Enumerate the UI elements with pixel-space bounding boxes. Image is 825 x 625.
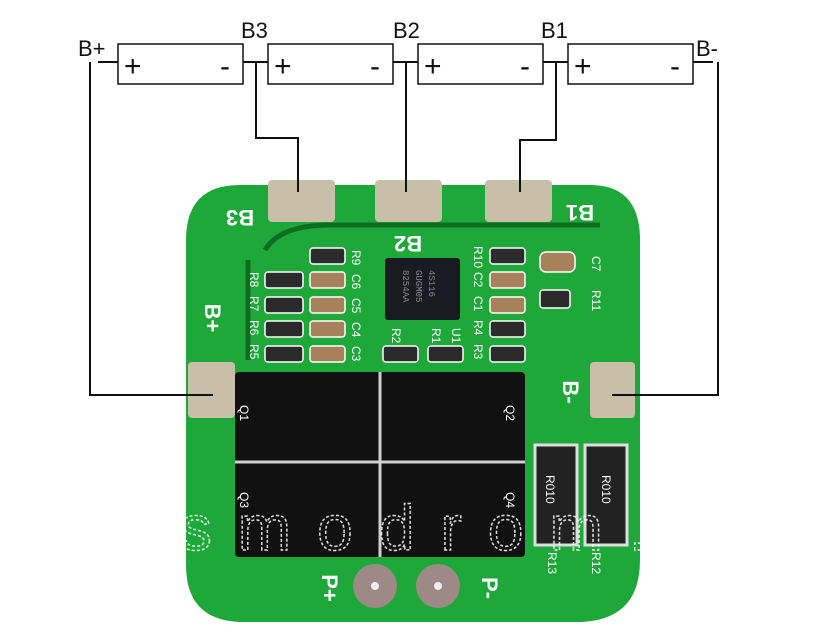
cell-4-minus: -	[670, 50, 680, 83]
label-c1: C1	[471, 296, 485, 312]
shunt-r13-ref: R13	[545, 552, 559, 574]
label-r5: R5	[247, 344, 261, 360]
cell-1-minus: -	[220, 50, 230, 83]
silk-b3: B3	[226, 205, 254, 230]
label-r4: R4	[471, 320, 485, 336]
label-r3: R3	[471, 344, 485, 360]
label-r1: R1	[429, 328, 443, 344]
label-c3: C3	[349, 346, 363, 362]
cell-2-plus: +	[274, 50, 292, 83]
shunt-r12-value: R010	[599, 475, 613, 504]
pad-bminus	[590, 362, 635, 418]
label-q2: Q2	[503, 405, 517, 421]
cell-2-minus: -	[370, 50, 380, 83]
label-r10: R10	[471, 246, 485, 268]
silk-bminus: B-	[558, 380, 583, 403]
cell-3-plus: +	[424, 50, 442, 83]
label-c4: C4	[349, 322, 363, 338]
terminal-bminus: B-	[696, 36, 718, 61]
shunt-r13	[533, 443, 579, 547]
silk-bplus: B+	[200, 304, 225, 333]
cell-2	[267, 43, 394, 85]
cell-3	[417, 43, 544, 85]
pcb-board	[186, 185, 640, 622]
battery-cells	[117, 43, 694, 85]
shunt-r13-value: R010	[543, 475, 557, 504]
chip-marking-2: GUGM05	[413, 270, 423, 302]
label-r2: R2	[389, 328, 403, 344]
label-r9: R9	[349, 250, 363, 266]
label-c5: C5	[349, 298, 363, 314]
cell-1-plus: +	[124, 50, 142, 83]
smd-components	[264, 247, 576, 363]
chip-marking-3: 4S116	[426, 270, 436, 297]
terminal-b3: B3	[241, 18, 268, 43]
label-q4: Q4	[503, 492, 517, 508]
label-q3: Q3	[237, 492, 251, 508]
ic-u1	[385, 258, 460, 320]
label-r6: R6	[247, 320, 261, 336]
pad-b2	[375, 180, 442, 222]
cell-4	[567, 43, 694, 85]
label-r8: R8	[247, 272, 261, 288]
label-u1: U1	[449, 328, 463, 344]
chip-marking-1: 8254AA	[400, 270, 410, 303]
silk-b1: B1	[566, 200, 594, 225]
shunt-r12	[583, 443, 629, 547]
label-r7: R7	[247, 296, 261, 312]
pad-b3	[268, 180, 335, 222]
terminal-bplus: B+	[78, 36, 106, 61]
label-r11: R11	[589, 290, 603, 311]
label-c2: C2	[471, 272, 485, 288]
shunt-r12-ref: R12	[589, 552, 603, 574]
pad-b1	[485, 180, 552, 222]
wires	[89, 61, 719, 396]
cell-1	[117, 43, 244, 85]
silk-pminus: P-	[477, 577, 502, 599]
terminal-b2: B2	[393, 18, 420, 43]
silk-b2: B2	[394, 231, 422, 256]
label-q1: Q1	[237, 405, 251, 421]
label-c6: C6	[349, 274, 363, 290]
label-c7: C7	[589, 256, 603, 272]
cell-4-plus: +	[574, 50, 592, 83]
pad-bplus	[188, 362, 235, 418]
silk-pplus: P+	[317, 574, 342, 602]
cell-3-minus: -	[520, 50, 530, 83]
component-labels: R8 R7 R6 R5 R9 C6 C5 C4 C3 R2 R1 U1 R10 …	[237, 246, 603, 508]
terminal-b1: B1	[541, 18, 568, 43]
